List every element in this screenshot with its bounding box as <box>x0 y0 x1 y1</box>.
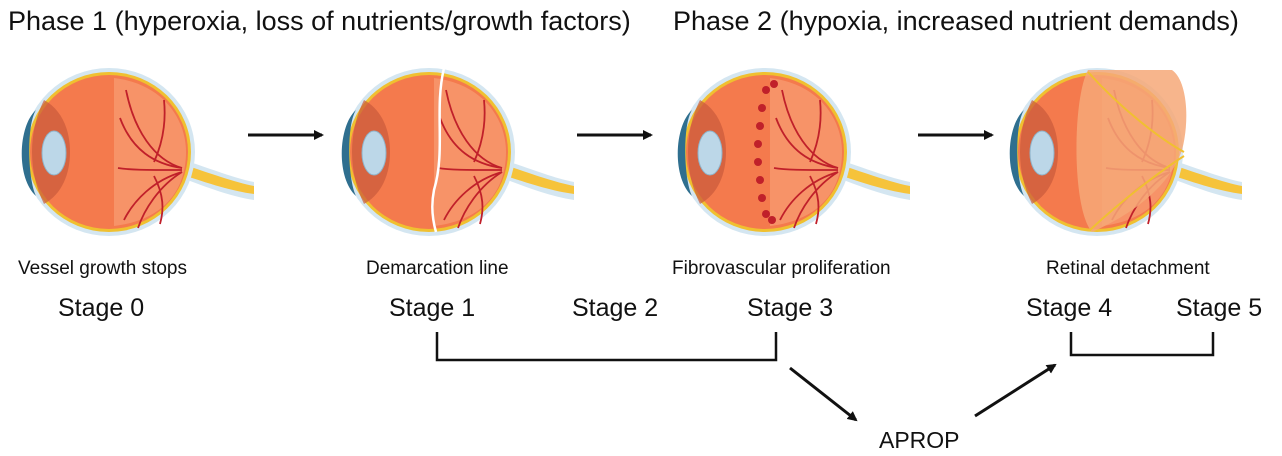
detached-retina <box>1076 70 1187 232</box>
retinal-vessel <box>779 171 839 221</box>
retinal-vessel <box>119 117 183 169</box>
lens <box>41 130 67 176</box>
retinal-vessel <box>775 117 839 169</box>
bracket-stage4-to-stage5 <box>1069 332 1215 357</box>
optic-nerve <box>180 164 254 194</box>
eye-fibrovascular-proliferation <box>677 68 910 236</box>
retinal-vessel <box>457 171 503 229</box>
caption-retinal-detachment: Retinal detachment <box>1046 258 1210 279</box>
retina-highlight <box>434 78 506 226</box>
eye-demarcation-line <box>341 67 574 236</box>
optic-nerve <box>836 164 910 194</box>
optic-nerve <box>1168 164 1242 194</box>
retinal-vessel <box>439 117 503 169</box>
optic-nerve <box>500 164 574 194</box>
eye-vessel-growth-stops <box>21 68 254 236</box>
phase-1-heading: Phase 1 (hyperoxia, loss of nutrients/gr… <box>8 6 631 36</box>
retinal-vessel <box>125 89 183 169</box>
arrow-aprop-to-stage4 <box>974 363 1057 418</box>
retinal-vessel <box>781 89 839 169</box>
retinal-vessel <box>153 175 164 225</box>
stage-2-label: Stage 2 <box>572 294 659 322</box>
neovascular-tuft <box>758 104 766 112</box>
neovascular-tuft <box>768 216 776 224</box>
cornea <box>677 110 692 196</box>
neovascular-tuft <box>762 210 770 218</box>
retinal-vessel <box>773 167 839 171</box>
retinal-vessel <box>793 171 839 229</box>
caption-fibrovascular-proliferation: Fibrovascular proliferation <box>672 258 891 279</box>
cornea <box>1009 110 1024 196</box>
retinal-vessel <box>445 89 503 169</box>
retinal-vessel <box>117 167 183 171</box>
neovascular-tuft <box>762 86 770 94</box>
retina-highlight <box>770 78 842 226</box>
retinal-vessel <box>809 175 820 225</box>
cornea <box>21 110 36 196</box>
neovascular-tuft <box>756 122 764 130</box>
demarcation-line-mark <box>431 67 446 233</box>
detachment-edge <box>1087 71 1185 231</box>
cornea <box>341 110 356 196</box>
neovascular-tuft <box>754 140 762 148</box>
caption-vessel-growth-stops: Vessel growth stops <box>18 258 187 279</box>
stage-5-label: Stage 5 <box>1176 294 1263 322</box>
retinal-vessel <box>443 171 503 221</box>
stage-1-label: Stage 1 <box>389 294 476 322</box>
neovascular-tuft <box>758 194 766 202</box>
bracket-stage1-to-stage3 <box>435 332 778 362</box>
arrow-to-aprop <box>789 366 858 422</box>
phase-2-heading: Phase 2 (hypoxia, increased nutrient dem… <box>673 6 1239 36</box>
caption-demarcation-line: Demarcation line <box>366 258 509 279</box>
stage-0-label: Stage 0 <box>58 294 145 322</box>
retinal-vessel <box>809 99 822 163</box>
neovascular-tuft <box>754 158 762 166</box>
aprop-label: APROP <box>879 427 960 453</box>
retinal-vessel <box>473 175 484 225</box>
retinal-vessel <box>153 99 166 163</box>
neovascular-tufts <box>754 80 778 224</box>
eye-retinal-detachment <box>1009 68 1242 236</box>
retinal-vessel <box>473 99 486 163</box>
stage-3-label: Stage 3 <box>747 294 834 322</box>
neovascular-tuft <box>770 80 778 88</box>
neovascular-tuft <box>756 176 764 184</box>
lens <box>697 130 723 176</box>
retina-highlight <box>114 78 186 226</box>
lens <box>1029 130 1055 176</box>
retinal-vessel <box>123 171 183 221</box>
retinal-vessel <box>437 167 503 171</box>
lens <box>361 130 387 176</box>
retinal-vessel <box>137 171 183 229</box>
stage-4-label: Stage 4 <box>1026 294 1113 322</box>
